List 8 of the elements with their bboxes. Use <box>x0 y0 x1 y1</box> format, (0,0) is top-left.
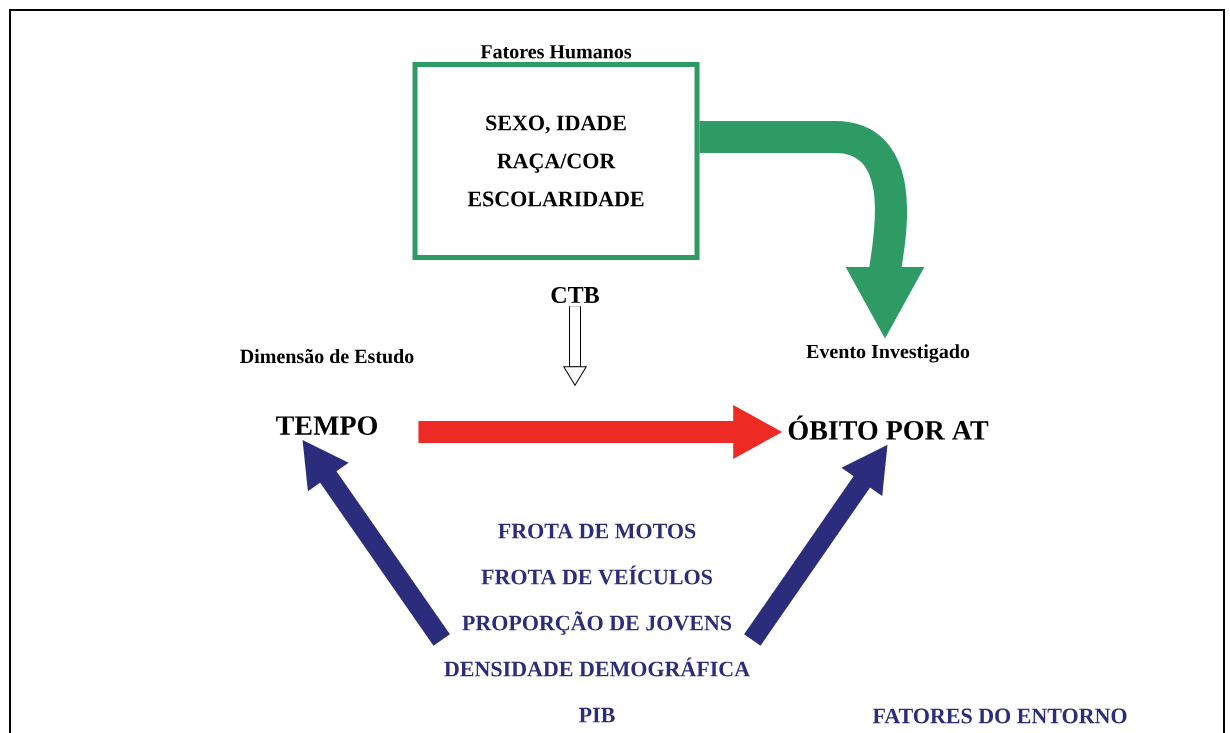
label-text: Dimensão de Estudo TEMPO <box>240 349 414 435</box>
label-text: CTB <box>551 286 599 304</box>
block-arrow <box>563 306 587 386</box>
factor-box: Fatores Humanos SEXO, IDADE RAÇA/COR ESCOLARIDADE <box>412 45 700 260</box>
label-text: Evento Investigado ÓBITO POR AT <box>788 344 989 440</box>
factor-list: FROTA DE MOTOS FROTA DE VEÍCULOS PROPORÇÃO DE JOVENS DENSIDADE DEMOGRÁFICA PIB <box>444 523 750 723</box>
node-label: Fatores Humanos <box>480 45 632 59</box>
label-text: FATORES DO ENTORNO <box>872 708 1127 724</box>
